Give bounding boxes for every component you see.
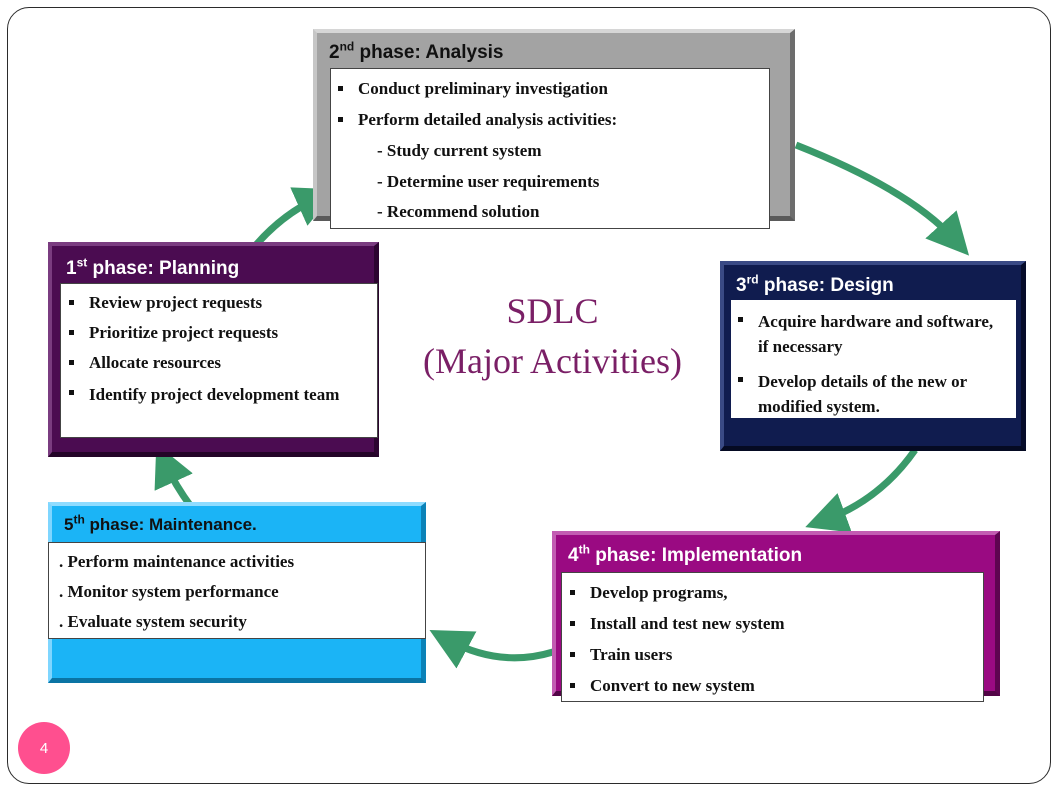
bullet-icon: [570, 590, 575, 595]
list-item: Install and test new system: [570, 613, 983, 634]
list-item: Develop programs,: [570, 582, 983, 603]
phase-title: 2nd phase: Analysis: [329, 39, 504, 63]
slide-frame: [7, 7, 1051, 784]
title-line-2: (Major Activities): [423, 341, 682, 381]
arrow-analysis-to-design: [794, 141, 970, 256]
phase-title: 3rd phase: Design: [736, 272, 894, 296]
bullet-icon: [570, 683, 575, 688]
phase-title: 1st phase: Planning: [66, 255, 240, 279]
bullet-icon: [570, 621, 575, 626]
bullet-icon: [338, 86, 343, 91]
bullet-icon: [738, 317, 743, 322]
list-item: Train users: [570, 644, 983, 665]
analysis-activities: Conduct preliminary investigation Perfor…: [330, 68, 770, 229]
title-line-1: SDLC: [506, 291, 599, 331]
bullet-icon: [69, 300, 74, 305]
list-item: . Monitor system performance: [59, 582, 279, 601]
bullet-icon: [69, 360, 74, 365]
list-item: Identify project development team: [69, 382, 363, 407]
diagram-title: SDLC (Major Activities): [380, 286, 725, 386]
list-subitem: - Study current system: [377, 141, 542, 160]
planning-activities: Review project requests Prioritize proje…: [60, 283, 378, 438]
list-item: Acquire hardware and software, if necess…: [738, 309, 1006, 359]
list-item: Develop details of the new or modified s…: [738, 369, 1006, 419]
arrow-design-to-implementation: [805, 447, 918, 533]
page-number-badge: 4: [18, 722, 70, 774]
list-item: Allocate resources: [69, 352, 363, 373]
bullet-icon: [338, 117, 343, 122]
bullet-icon: [69, 330, 74, 335]
bullet-icon: [738, 377, 743, 382]
list-item: Review project requests: [69, 292, 363, 313]
list-subitem: - Determine user requirements: [377, 172, 600, 191]
maintenance-activities: . Perform maintenance activities . Monit…: [48, 542, 426, 639]
phase-title: 5th phase: Maintenance.: [64, 512, 257, 534]
list-subitem: - Recommend solution: [377, 202, 540, 221]
bullet-icon: [570, 652, 575, 657]
list-item: Conduct preliminary investigation: [338, 78, 769, 99]
list-item: Convert to new system: [570, 675, 983, 696]
phase-title: 4th phase: Implementation: [568, 542, 803, 566]
list-item: . Perform maintenance activities: [59, 552, 295, 571]
list-item: Perform detailed analysis activities:: [338, 109, 769, 130]
list-item: Prioritize project requests: [69, 322, 363, 343]
implementation-activities: Develop programs, Install and test new s…: [561, 572, 984, 702]
page-number: 4: [39, 739, 49, 757]
bullet-icon: [69, 390, 74, 395]
arrow-implementation-to-maintenance: [429, 630, 555, 669]
design-activities: Acquire hardware and software, if necess…: [731, 300, 1016, 418]
list-item: . Evaluate system security: [59, 612, 247, 631]
